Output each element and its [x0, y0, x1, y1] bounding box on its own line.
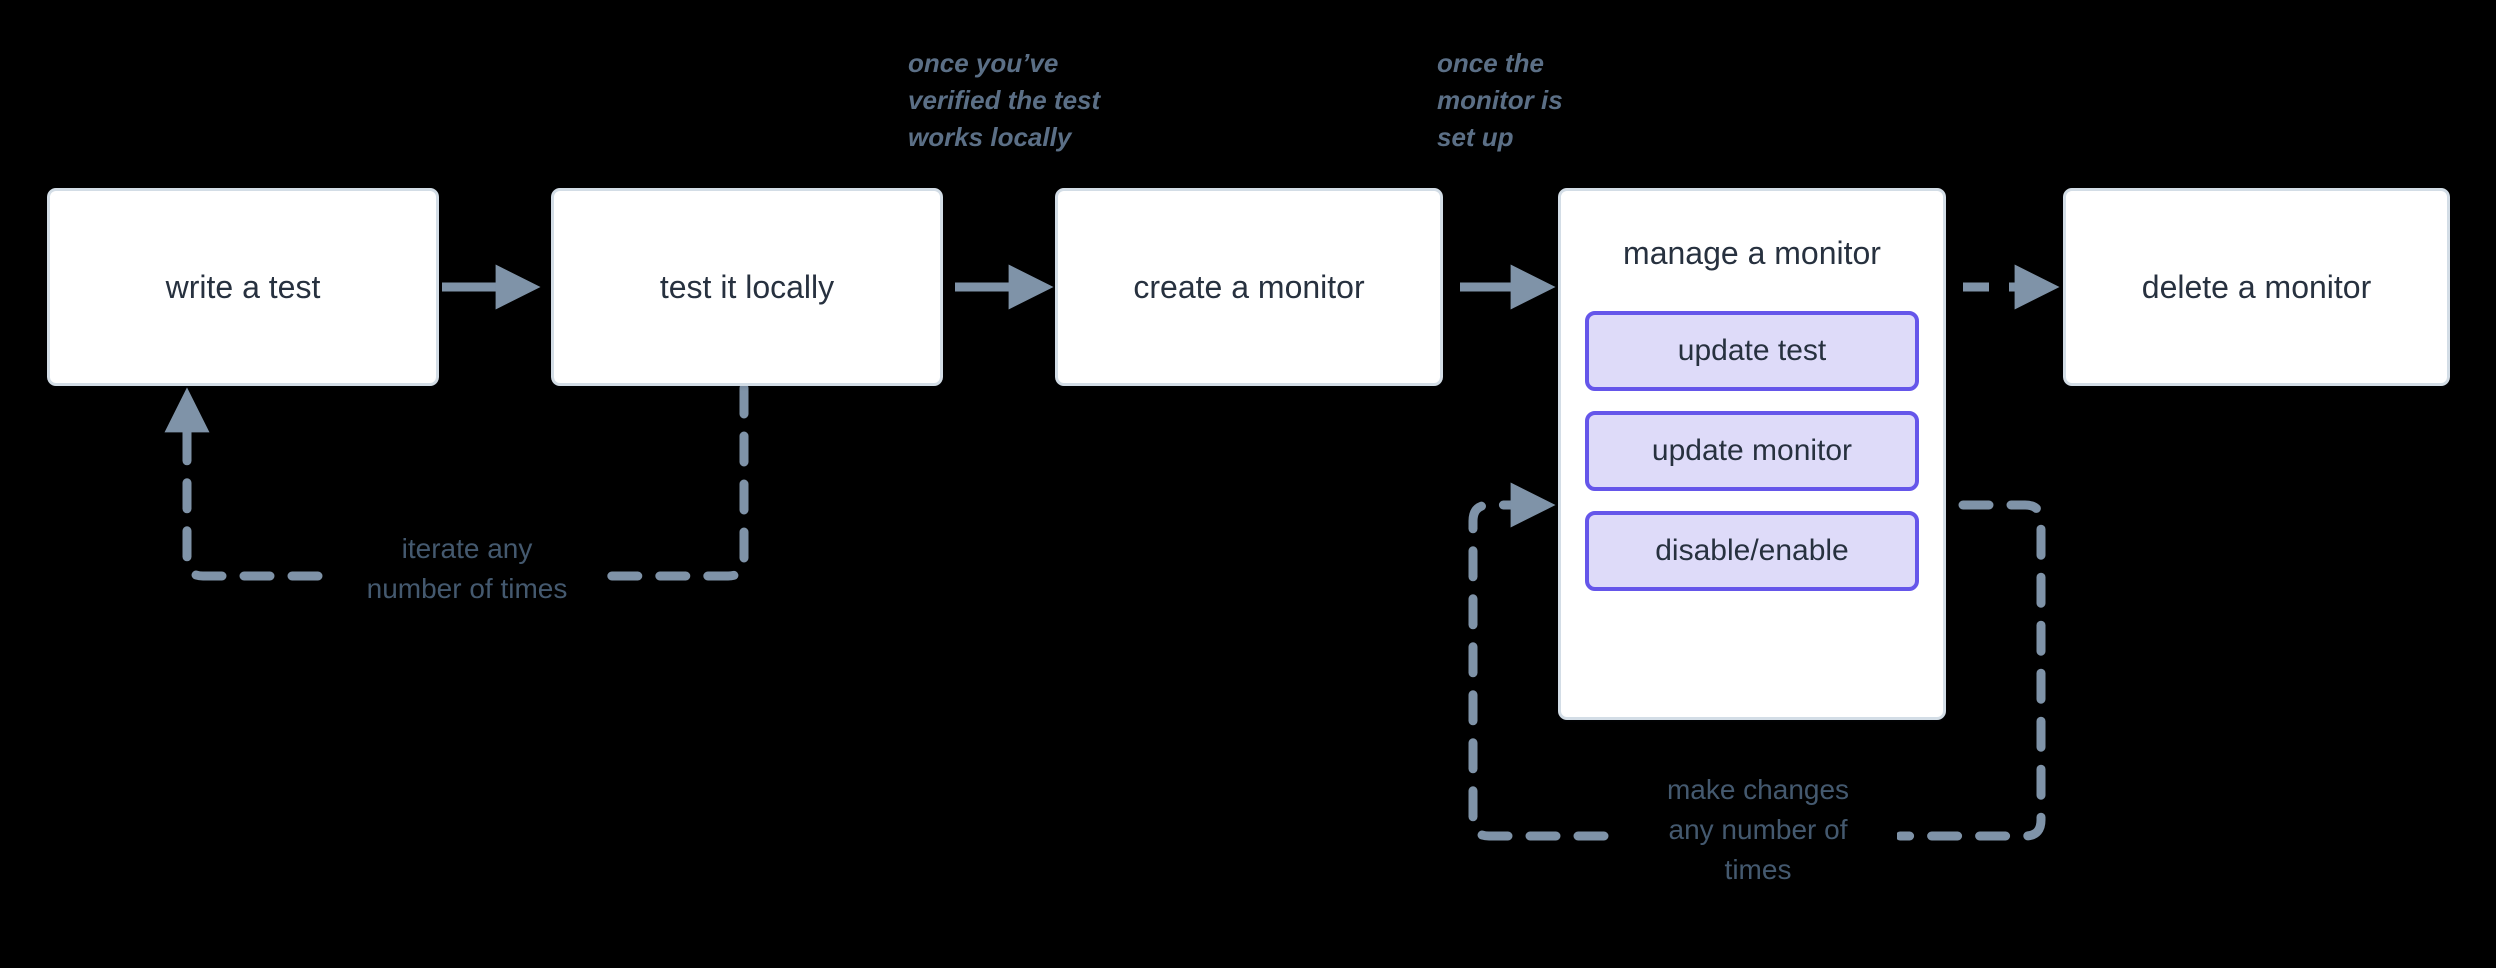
- node-label: create a monitor: [1133, 269, 1365, 305]
- node-label: manage a monitor: [1623, 235, 1881, 271]
- subitem-update-test[interactable]: update test: [1585, 311, 1919, 391]
- node-create-a-monitor[interactable]: create a monitor: [1055, 188, 1443, 386]
- subitem-disable-enable[interactable]: disable/enable: [1585, 511, 1919, 591]
- subitem-label: update monitor: [1651, 434, 1853, 467]
- edge-label-make-changes-loop: make changes any number of times: [1619, 770, 1897, 890]
- subitem-label: disable/enable: [1655, 534, 1849, 567]
- node-delete-a-monitor[interactable]: delete a monitor: [2063, 188, 2450, 386]
- subitem-update-monitor[interactable]: update monitor: [1585, 411, 1919, 491]
- node-label: write a test: [165, 269, 321, 305]
- node-label: test it locally: [659, 269, 835, 305]
- subitem-label: update test: [1677, 334, 1827, 367]
- edge-label-iterate-loop: iterate any number of times: [330, 529, 604, 609]
- annotation-once-set-up: once the monitor is set up: [1437, 48, 1563, 152]
- node-write-a-test[interactable]: write a test: [47, 188, 439, 386]
- subitem-list: update test update monitor disable/enabl…: [1585, 311, 1919, 591]
- node-manage-a-monitor[interactable]: manage a monitor update test update moni…: [1558, 188, 1946, 720]
- node-label: delete a monitor: [2141, 269, 2372, 305]
- node-test-it-locally[interactable]: test it locally: [551, 188, 943, 386]
- annotation-once-verified: once you’ve verified the test works loca…: [908, 48, 1101, 152]
